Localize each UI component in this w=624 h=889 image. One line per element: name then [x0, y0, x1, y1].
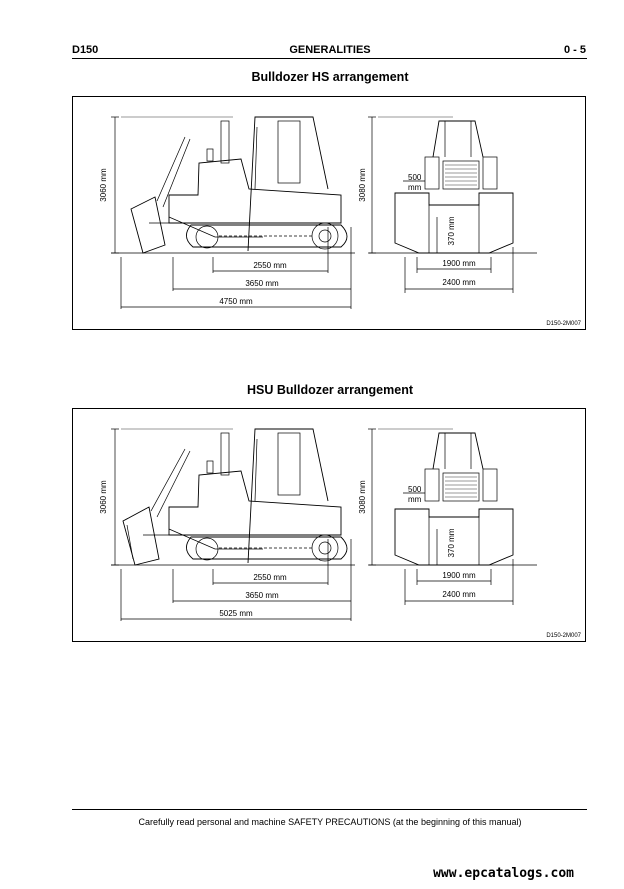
header-page-number: 0 - 5	[563, 44, 586, 56]
dim-track-pitch-unit: mm	[408, 495, 422, 504]
dim-clearance: 370 mm	[447, 216, 456, 245]
figure-panel-hsu: 3060 mm 3080 mm 500 mm 370 mm 2550 mm 36…	[72, 408, 586, 642]
footer-safety-note: Carefully read personal and machine SAFE…	[138, 817, 522, 827]
dim-height-side: 3060 mm	[99, 168, 108, 202]
footer-rule	[72, 809, 587, 810]
dim-height-front: 3080 mm	[358, 168, 367, 202]
figure-title-hs: Bulldozer HS arrangement	[251, 70, 409, 84]
bulldozer-hsu-drawing: 3060 mm 3080 mm 500 mm 370 mm 2550 mm 36…	[99, 428, 582, 639]
header-section: GENERALITIES	[289, 44, 371, 56]
dim-overall-length: 5025 mm	[219, 609, 253, 618]
watermark-link[interactable]: www.epcatalogs.com	[433, 866, 574, 881]
dim-machine-length: 3650 mm	[245, 591, 279, 600]
dim-track-length: 2550 mm	[253, 573, 287, 582]
dim-track-pitch: 500	[408, 173, 422, 182]
figure-title-hsu: HSU Bulldozer arrangement	[246, 383, 413, 397]
dim-blade-width: 2400 mm	[442, 278, 476, 287]
dim-overall-length: 4750 mm	[219, 297, 253, 306]
header-model: D150	[72, 44, 99, 56]
dim-machine-length: 3650 mm	[245, 279, 279, 288]
dim-track-pitch: 500	[408, 485, 422, 494]
dim-track-length: 2550 mm	[253, 261, 287, 270]
header-rule	[72, 58, 587, 59]
dim-height-front: 3080 mm	[358, 480, 367, 514]
dim-clearance: 370 mm	[447, 528, 456, 557]
dim-gauge: 1900 mm	[442, 571, 476, 580]
dim-gauge: 1900 mm	[442, 259, 476, 268]
figure-panel-hs: 3060 mm 3080 mm 500 mm 370 mm 2550 mm 36…	[72, 96, 586, 330]
bulldozer-hs-drawing: 3060 mm 3080 mm 500 mm 370 mm 2550 mm 36…	[99, 116, 582, 327]
dim-track-pitch-unit: mm	[408, 183, 422, 192]
figure-code: D150-2M007	[546, 321, 581, 327]
dim-height-side: 3060 mm	[99, 480, 108, 514]
figure-code: D150-2M007	[546, 633, 581, 639]
dim-blade-width: 2400 mm	[442, 590, 476, 599]
